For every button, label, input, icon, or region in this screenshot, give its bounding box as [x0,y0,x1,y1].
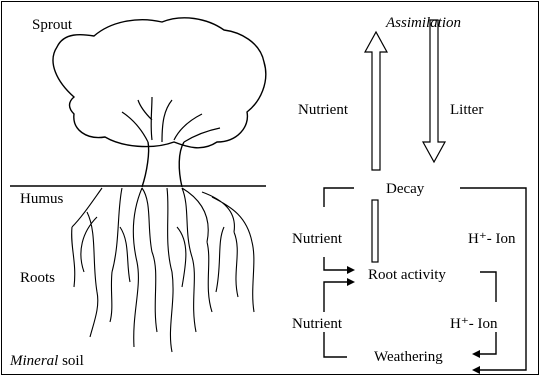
label-mineral-soil: Mineral soil [10,352,84,370]
root-system [72,188,254,352]
tree-canopy [53,18,266,148]
label-h-ion-inner: H⁺- Ion [450,315,498,333]
outer-right-loop [460,188,526,370]
decay-left-bracket [324,188,354,207]
label-assimilation: Assimilation [386,14,461,32]
litter-down-arrow [423,20,445,162]
label-weathering: Weathering [374,348,443,366]
tree-branches [122,97,220,142]
label-decay: Decay [386,180,424,198]
label-nutrient-middle: Nutrient [292,230,342,248]
nutrient-lower-arrowhead [347,278,355,286]
label-humus: Humus [20,190,63,208]
nutrient-middle-line [324,257,347,270]
label-roots: Roots [20,269,55,287]
label-nutrient-up: Nutrient [298,101,348,119]
tree-trunk [142,142,184,187]
label-h-ion-outer: H⁺- Ion [468,230,516,248]
nutrient-up-arrow [365,32,387,170]
nutrient-middle-arrowhead [347,266,355,274]
label-root-activity: Root activity [368,266,446,284]
decay-bar [372,200,378,262]
label-nutrient-lower: Nutrient [292,315,342,333]
label-soil: soil [62,353,84,369]
label-litter: Litter [450,101,483,119]
outer-right-arrowhead [472,366,480,374]
inner-right-arrowhead [472,350,480,358]
inner-right-bracket [480,272,496,354]
label-sprout: Sprout [32,16,72,34]
label-mineral: Mineral [10,353,58,369]
